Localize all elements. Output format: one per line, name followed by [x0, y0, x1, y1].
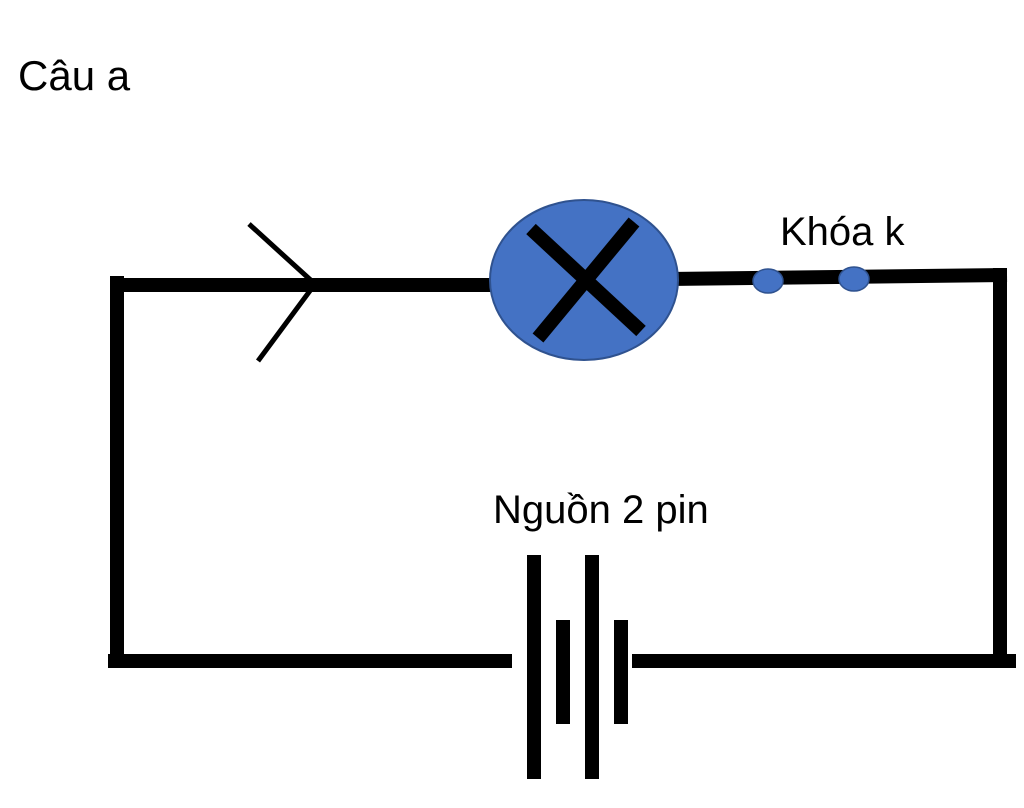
switch-contact-right — [838, 266, 870, 292]
arrow-right-icon — [247, 222, 319, 363]
battery-plate-short-2 — [614, 620, 628, 724]
page-title: Câu a — [18, 52, 131, 99]
open-switch-icon — [752, 266, 870, 294]
battery-plate-long-1 — [527, 555, 541, 779]
battery-plate-short-1 — [556, 620, 570, 724]
lamp-cross-icon — [489, 199, 679, 361]
circuit-wires — [108, 268, 1016, 668]
wire-top-right — [667, 268, 1008, 286]
battery-two-cell-icon — [527, 555, 628, 779]
battery-plate-long-2 — [585, 555, 599, 779]
source-label: Nguồn 2 pin — [493, 488, 709, 532]
switch-contact-left — [752, 268, 784, 294]
switch-label: Khóa k — [780, 210, 906, 254]
